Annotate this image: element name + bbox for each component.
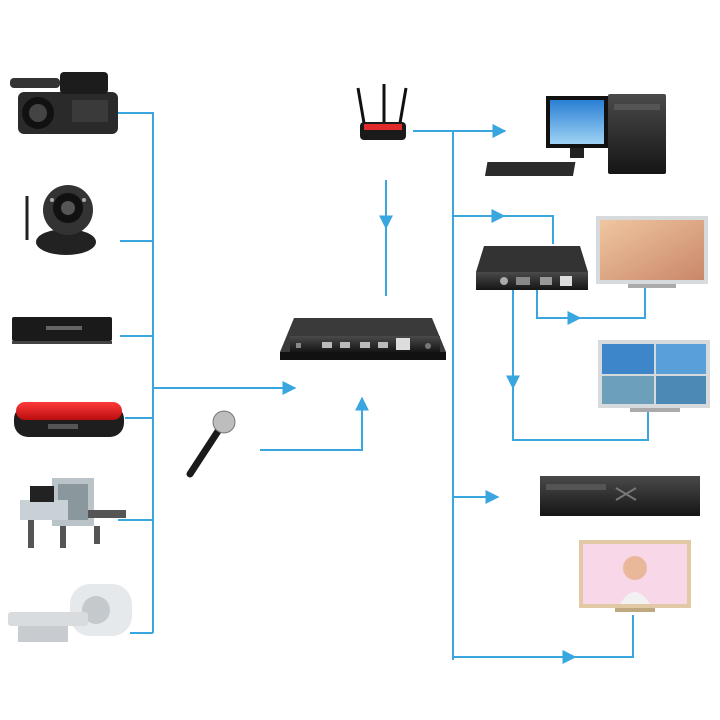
- ip-camera: [25, 185, 96, 255]
- desktop-computer: [484, 94, 666, 176]
- camcorder-icon: [10, 72, 118, 134]
- tv-icon: [579, 540, 691, 612]
- set-top-box: [12, 317, 112, 344]
- encoder-icon: [280, 318, 446, 360]
- medical-scanner: [8, 584, 132, 642]
- output-connections: [413, 124, 649, 664]
- security-x-ray-scanner: [20, 478, 126, 548]
- decoder-icon: [476, 246, 588, 290]
- microphone-icon: [186, 410, 236, 478]
- red-media-player: [14, 402, 124, 437]
- monitor-quad-icon: [598, 340, 710, 412]
- network-video-recorder: [540, 476, 700, 516]
- input-connections: [118, 112, 369, 634]
- microphone: [186, 410, 236, 478]
- x-ray-scanner-icon: [20, 478, 126, 548]
- wifi-router: [356, 84, 408, 140]
- nvr-icon: [540, 476, 700, 516]
- set-top-box-icon: [12, 317, 112, 344]
- monitor-quad-view: [598, 340, 710, 412]
- tv-display: [579, 540, 691, 612]
- ct-scanner-icon: [8, 584, 132, 642]
- ip-camera-icon: [25, 185, 96, 255]
- monitor-single-view: [596, 216, 708, 288]
- video-camera: [10, 72, 118, 134]
- desktop-pc-icon: [484, 94, 666, 176]
- decoder-box: [476, 246, 588, 290]
- video-encoder-box: [280, 318, 446, 360]
- router-icon: [356, 84, 408, 140]
- media-player-icon: [14, 402, 124, 437]
- monitor-icon: [596, 216, 708, 288]
